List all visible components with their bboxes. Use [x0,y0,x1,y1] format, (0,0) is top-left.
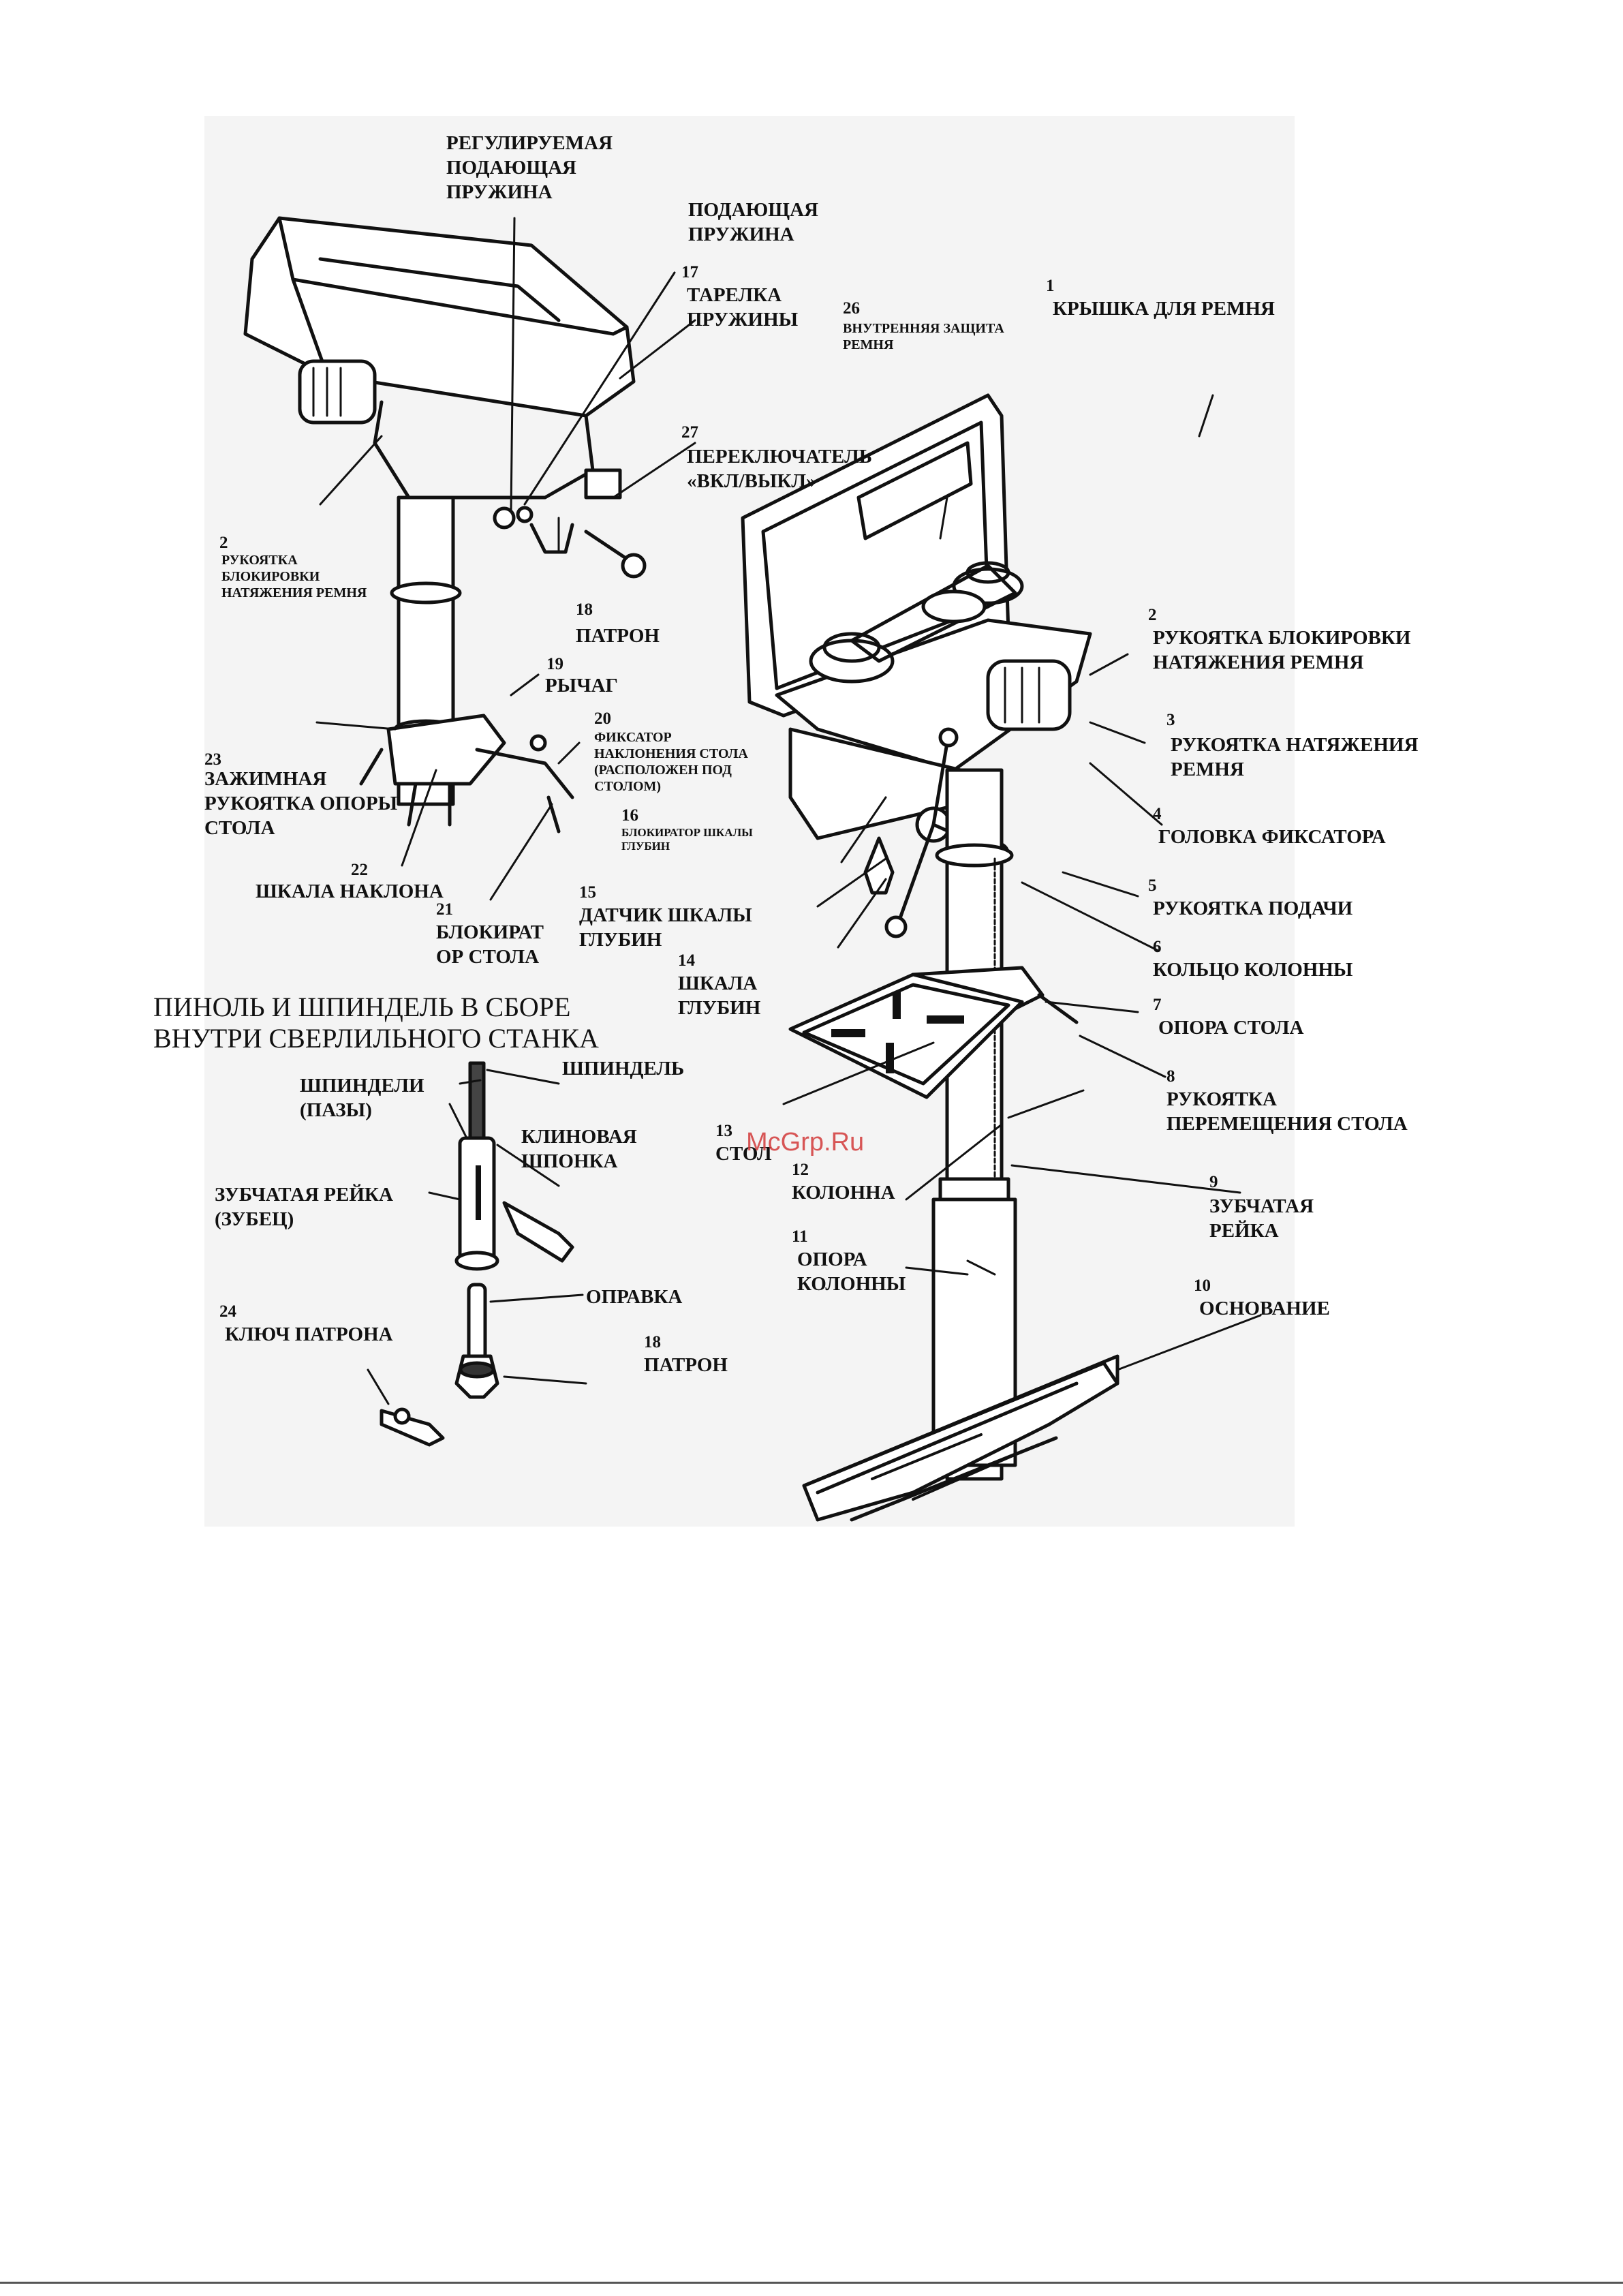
label-belt-cover: КРЫШКА ДЛЯ РЕМНЯ [1053,298,1275,320]
label-number-1: 1 [1046,277,1055,295]
label-number-10: 10 [1194,1276,1211,1295]
label-clamp-handle: ЗАЖИМНАЯ РУКОЯТКА ОПОРЫ СТОЛА [204,768,398,839]
label-arbor: ОПРАВКА [586,1286,683,1308]
label-rack: ЗУБЧАТАЯ РЕЙКА [1209,1195,1314,1242]
drill-press-illustration [243,216,1262,1522]
watermark: McGrp.Ru [746,1128,865,1157]
label-number-18-top: 18 [576,600,593,619]
label-depth-lock: БЛОКИРАТОР ШКАЛЫ ГЛУБИН [621,826,753,853]
label-column-ring: КОЛЬЦО КОЛОННЫ [1153,959,1353,981]
left-drill-press-head [243,216,647,833]
page-bottom-rule [0,2282,1623,2284]
label-base: ОСНОВАНИЕ [1199,1298,1330,1319]
label-spindle: ШПИНДЕЛЬ [562,1058,685,1080]
label-number-21: 21 [436,900,453,919]
label-inner-guard: ВНУТРЕННЯЯ ЗАЩИТА РЕМНЯ [843,321,1004,352]
label-number-17: 17 [681,263,698,281]
label-number-9: 9 [1209,1173,1218,1191]
label-number-13: 13 [715,1122,732,1140]
diagram-figure [204,116,1295,1527]
label-tilt-scale: ШКАЛА НАКЛОНА [256,881,444,902]
label-number-7: 7 [1153,996,1162,1014]
label-number-18-bottom: 18 [644,1333,661,1351]
label-number-12: 12 [792,1161,809,1179]
leader-lines [315,217,1262,1405]
label-lever: РЫЧАГ [545,675,618,697]
label-rack-teeth: ЗУБЧАТАЯ РЕЙКА (ЗУБЕЦ) [215,1184,393,1230]
label-spring-cap: ТАРЕЛКА ПРУЖИНЫ [687,284,799,331]
label-adjustable-feed-spring: РЕГУЛИРУЕМАЯ ПОДАЮЩАЯ ПРУЖИНА [446,132,613,203]
label-number-5: 5 [1148,876,1157,895]
label-chuck-key: КЛЮЧ ПАТРОНА [225,1323,393,1345]
label-depth-scale: ШКАЛА ГЛУБИН [678,973,761,1019]
label-number-2-left: 2 [219,534,228,552]
label-column-support: ОПОРА КОЛОННЫ [797,1249,906,1295]
label-number-26: 26 [843,299,860,318]
label-belt-tension: РУКОЯТКА НАТЯЖЕНИЯ РЕМНЯ [1171,734,1419,780]
label-number-3: 3 [1166,711,1175,729]
label-number-8: 8 [1166,1067,1175,1086]
label-chuck-bottom: ПАТРОН [644,1354,728,1376]
label-number-22: 22 [351,861,368,879]
label-number-6: 6 [1153,938,1162,956]
label-number-11: 11 [792,1227,808,1246]
subassembly-title: ПИНОЛЬ И ШПИНДЕЛЬ В СБОРЕ ВНУТРИ СВЕРЛИЛ… [153,992,599,1054]
label-number-27: 27 [681,423,698,442]
label-number-19: 19 [546,655,563,673]
label-number-4: 4 [1153,805,1162,823]
label-belt-lock-right: РУКОЯТКА БЛОКИРОВКИ НАТЯЖЕНИЯ РЕМНЯ [1153,627,1411,673]
label-table-support: ОПОРА СТОЛА [1158,1017,1304,1039]
label-number-20: 20 [594,709,611,728]
label-table: СТОЛ [715,1143,772,1165]
label-table-move: РУКОЯТКА ПЕРЕМЕЩЕНИЯ СТОЛА [1166,1088,1408,1135]
label-belt-lock-left: РУКОЯТКА БЛОКИРОВКИ НАТЯЖЕНИЯ РЕМНЯ [221,553,367,600]
label-number-14: 14 [678,951,695,970]
label-number-24: 24 [219,1302,236,1321]
label-chuck-top: ПАТРОН [576,625,660,647]
right-drill-press [741,393,1119,1522]
label-column: КОЛОННА [792,1182,895,1204]
label-on-off-switch: ПЕРЕКЛЮЧАТЕЛЬ «ВКЛ/ВЫКЛ» [687,446,872,492]
label-lock-head: ГОЛОВКА ФИКСАТОРА [1158,826,1386,848]
label-feed-spring: ПОДАЮЩАЯ ПРУЖИНА [688,199,818,245]
label-number-23: 23 [204,750,221,769]
label-spindle-slots: ШПИНДЕЛИ (ПАЗЫ) [300,1075,424,1121]
label-feed-handle: РУКОЯТКА ПОДАЧИ [1153,898,1353,919]
label-number-16: 16 [621,806,638,825]
label-number-15: 15 [579,883,596,902]
label-tilt-lock: ФИКСАТОР НАКЛОНЕНИЯ СТОЛА (РАСПОЛОЖЕН ПО… [594,730,748,794]
label-key: КЛИНОВАЯ ШПОНКА [521,1126,637,1172]
label-table-lock: БЛОКИРАТ ОР СТОЛА [436,921,544,968]
label-depth-sensor: ДАТЧИК ШКАЛЫ ГЛУБИН [579,904,752,951]
label-number-2-right: 2 [1148,606,1157,624]
